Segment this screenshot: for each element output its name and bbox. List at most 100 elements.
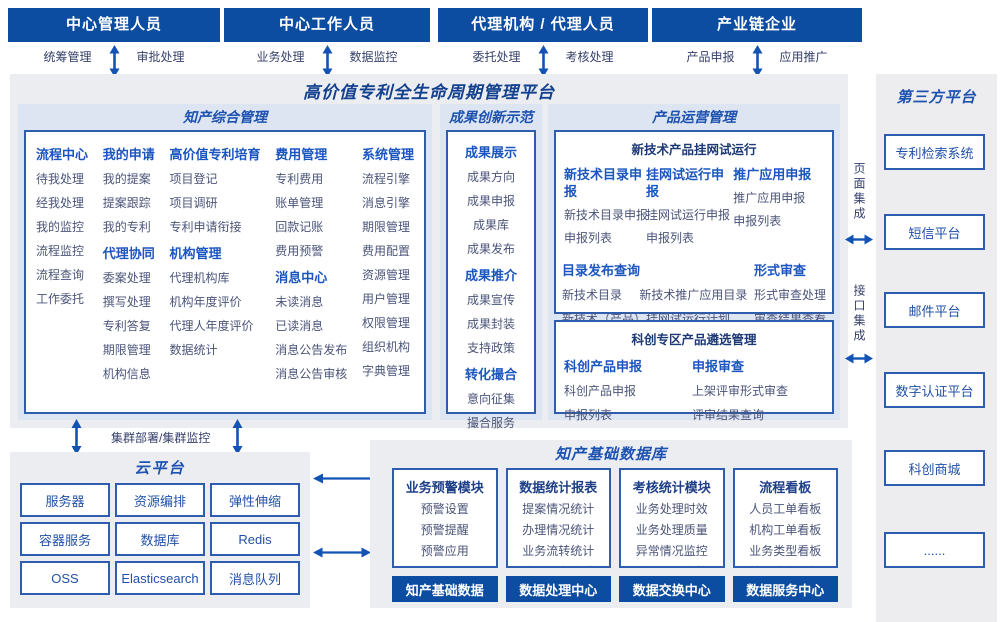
actor-function-label: 审批处理 — [136, 50, 185, 64]
section-title: 成果创新示范 — [449, 109, 533, 125]
menu-label: 业务预警模块 — [405, 480, 484, 495]
menu-label: 我的提案 — [102, 172, 151, 186]
menu-label: 期限管理 — [102, 343, 151, 357]
api-integration-label: 接口集成 — [852, 284, 866, 344]
sub-box-title: 新技术产品挂网试运行 — [631, 143, 757, 157]
cloud-service-box: 数据库 — [115, 522, 205, 556]
menu-label: 成果发布 — [466, 242, 515, 256]
menu-label: 申报列表 — [564, 408, 613, 422]
actor-functions: 统筹管理 审批处理 — [8, 45, 220, 77]
menu-label: 异常情况监控 — [635, 544, 708, 558]
ip-database-title: 知产基础数据库 — [554, 446, 667, 463]
menu-label: 申报列表 — [564, 231, 613, 245]
selection-col-declare-review: 申报审查 上架评审形式审查评审结果查询 — [692, 348, 788, 430]
trial-col-promotion: 推广应用申报推广应用申报申报列表 — [733, 160, 824, 252]
ip-column-process-center: 流程中心待我处理经我处理我的监控流程监控流程查询工作委托 — [36, 136, 88, 389]
actor-title: 中心工作人员 — [224, 8, 430, 42]
section-achievement-demo: 成果创新示范 成果展示成果方向成果申报成果库成果发布成果推介成果宣传成果封装支持… — [440, 104, 542, 454]
horizontal-double-arrow-icon — [845, 353, 873, 364]
menu-label: 支持政策 — [466, 341, 515, 355]
menu-label: 流程查询 — [36, 268, 85, 282]
third-party-system-more: ...... — [884, 532, 985, 568]
menu-label: 权限管理 — [361, 316, 410, 330]
menu-label: 成果库 — [472, 218, 509, 232]
actor-function-label: 统筹管理 — [43, 50, 92, 64]
menu-label: 申报列表 — [646, 231, 695, 245]
menu-label: 数据统计 — [169, 343, 218, 357]
menu-label: 推广应用申报 — [733, 167, 812, 182]
cloud-service-box: 服务器 — [20, 483, 110, 517]
menu-label: 机构工单看板 — [749, 523, 822, 537]
data-center-bar: 数据处理中心 — [505, 576, 611, 602]
third-party-panel: 第三方平台 专利检索系统 短信平台 邮件平台 数字认证平台 科创商城 .....… — [876, 74, 997, 622]
data-center-bar: 知产基础数据 — [392, 576, 498, 602]
menu-label: 人员工单看板 — [749, 502, 822, 516]
cloud-service-box: Redis — [210, 522, 300, 556]
menu-label: 预警提醒 — [420, 523, 469, 537]
menu-label: 业务流转统计 — [522, 544, 595, 558]
menu-label: 业务类型看板 — [749, 544, 822, 558]
horizontal-double-arrow-icon — [313, 547, 371, 558]
group-header: 目录发布查询 — [562, 263, 641, 278]
menu-label: 专利申请衔接 — [169, 220, 242, 234]
menu-label: 项目登记 — [169, 172, 218, 186]
menu-label: 资源管理 — [361, 268, 410, 282]
cluster-label: 集群部署/集群监控 — [111, 431, 211, 445]
menu-label: 成果封装 — [466, 317, 515, 331]
menu-label: 经我处理 — [36, 196, 85, 210]
third-party-title: 第三方平台 — [896, 89, 977, 106]
menu-label: 我的专利 — [102, 220, 151, 234]
ip-column-patent-cultivation: 高价值专利培育项目登记项目调研专利申请衔接机构管理代理机构库机构年度评价代理人年… — [169, 136, 260, 389]
menu-label: 数据统计报表 — [519, 480, 598, 495]
ip-database-panel: 知产基础数据库 业务预警模块预警设置预警提醒预警应用 数据统计报表提案情况统计办… — [370, 440, 852, 608]
menu-label: 专利答复 — [102, 319, 151, 333]
section-ip-management: 知产综合管理 流程中心待我处理经我处理我的监控流程监控流程查询工作委托 我的申请… — [18, 104, 432, 420]
menu-label: 消息公告审核 — [275, 367, 348, 381]
menu-label: 字典管理 — [361, 364, 410, 378]
actor-function-label: 委托处理 — [472, 50, 521, 64]
menu-label: 费用配置 — [361, 244, 410, 258]
group-header: 形式审查 — [753, 263, 806, 278]
menu-label: 已读消息 — [275, 319, 324, 333]
menu-label: 申报列表 — [733, 214, 782, 228]
selection-items: 上架评审形式审查评审结果查询 — [692, 382, 788, 423]
db-module-business-warning: 业务预警模块预警设置预警提醒预警应用 — [392, 468, 498, 568]
menu-label: 项目调研 — [169, 196, 218, 210]
menu-label: 挂网试运行申报 — [646, 167, 725, 199]
menu-label: 成果宣传 — [466, 293, 515, 307]
ip-column-my-application: 我的申请我的提案提案跟踪我的专利代理协同委案处理撰写处理专利答复期限管理机构信息 — [103, 136, 155, 389]
menu-label: 账单管理 — [275, 196, 324, 210]
menu-label: 待我处理 — [36, 172, 85, 186]
actor-title: 代理机构 / 代理人员 — [438, 8, 648, 42]
menu-label: 新技术目录申报 — [564, 208, 649, 222]
db-module-process-kanban: 流程看板人员工单看板机构工单看板业务类型看板核心业务看板 — [732, 468, 838, 568]
menu-label: 业务处理质量 — [635, 523, 708, 537]
menu-label: 挂网试运行申报 — [646, 208, 731, 222]
cloud-service-box: 容器服务 — [20, 522, 110, 556]
menu-label: 高价值专利培育 — [169, 147, 261, 162]
menu-label: 委案处理 — [102, 271, 151, 285]
menu-label: 流程看板 — [759, 480, 812, 495]
actor-center-managers: 中心管理人员 统筹管理 审批处理 — [8, 8, 220, 77]
actor-function-label: 数据监控 — [349, 50, 398, 64]
menu-label: 机构年度评价 — [169, 295, 242, 309]
menu-label: 意向征集 — [466, 392, 515, 406]
menu-label: 提案情况统计 — [522, 502, 595, 516]
vertical-double-arrow-icon — [109, 45, 119, 77]
menu-label: 系统管理 — [361, 147, 414, 162]
menu-label: 核心业务看板 — [735, 563, 837, 566]
ip-management-box: 流程中心待我处理经我处理我的监控流程监控流程查询工作委托 我的申请我的提案提案跟… — [24, 130, 426, 414]
platform-panel: 高价值专利全生命周期管理平台 知产综合管理 流程中心待我处理经我处理我的监控流程… — [10, 74, 848, 454]
menu-label: 消息引擎 — [361, 196, 410, 210]
menu-label: 费用预警 — [275, 244, 324, 258]
vertical-double-arrow-icon — [752, 45, 762, 77]
cloud-service-box: 资源编排 — [115, 483, 205, 517]
actor-agencies: 代理机构 / 代理人员 委托处理 考核处理 — [438, 8, 648, 77]
menu-label: 撰写处理 — [102, 295, 151, 309]
section-product-operation: 产品运营管理 新技术产品挂网试运行 新技术目录申报新技术目录申报申报列表 挂网试… — [548, 104, 840, 422]
third-party-system: 短信平台 — [884, 214, 985, 250]
trial-col-new-tech-catalog: 新技术目录申报新技术目录申报申报列表 — [564, 160, 649, 252]
ip-column-fee-management: 费用管理专利费用账单管理回款记账费用预警消息中心未读消息已读消息消息公告发布消息… — [275, 136, 347, 389]
achievement-box: 成果展示成果方向成果申报成果库成果发布成果推介成果宣传成果封装支持政策转化撮合意… — [446, 130, 536, 454]
